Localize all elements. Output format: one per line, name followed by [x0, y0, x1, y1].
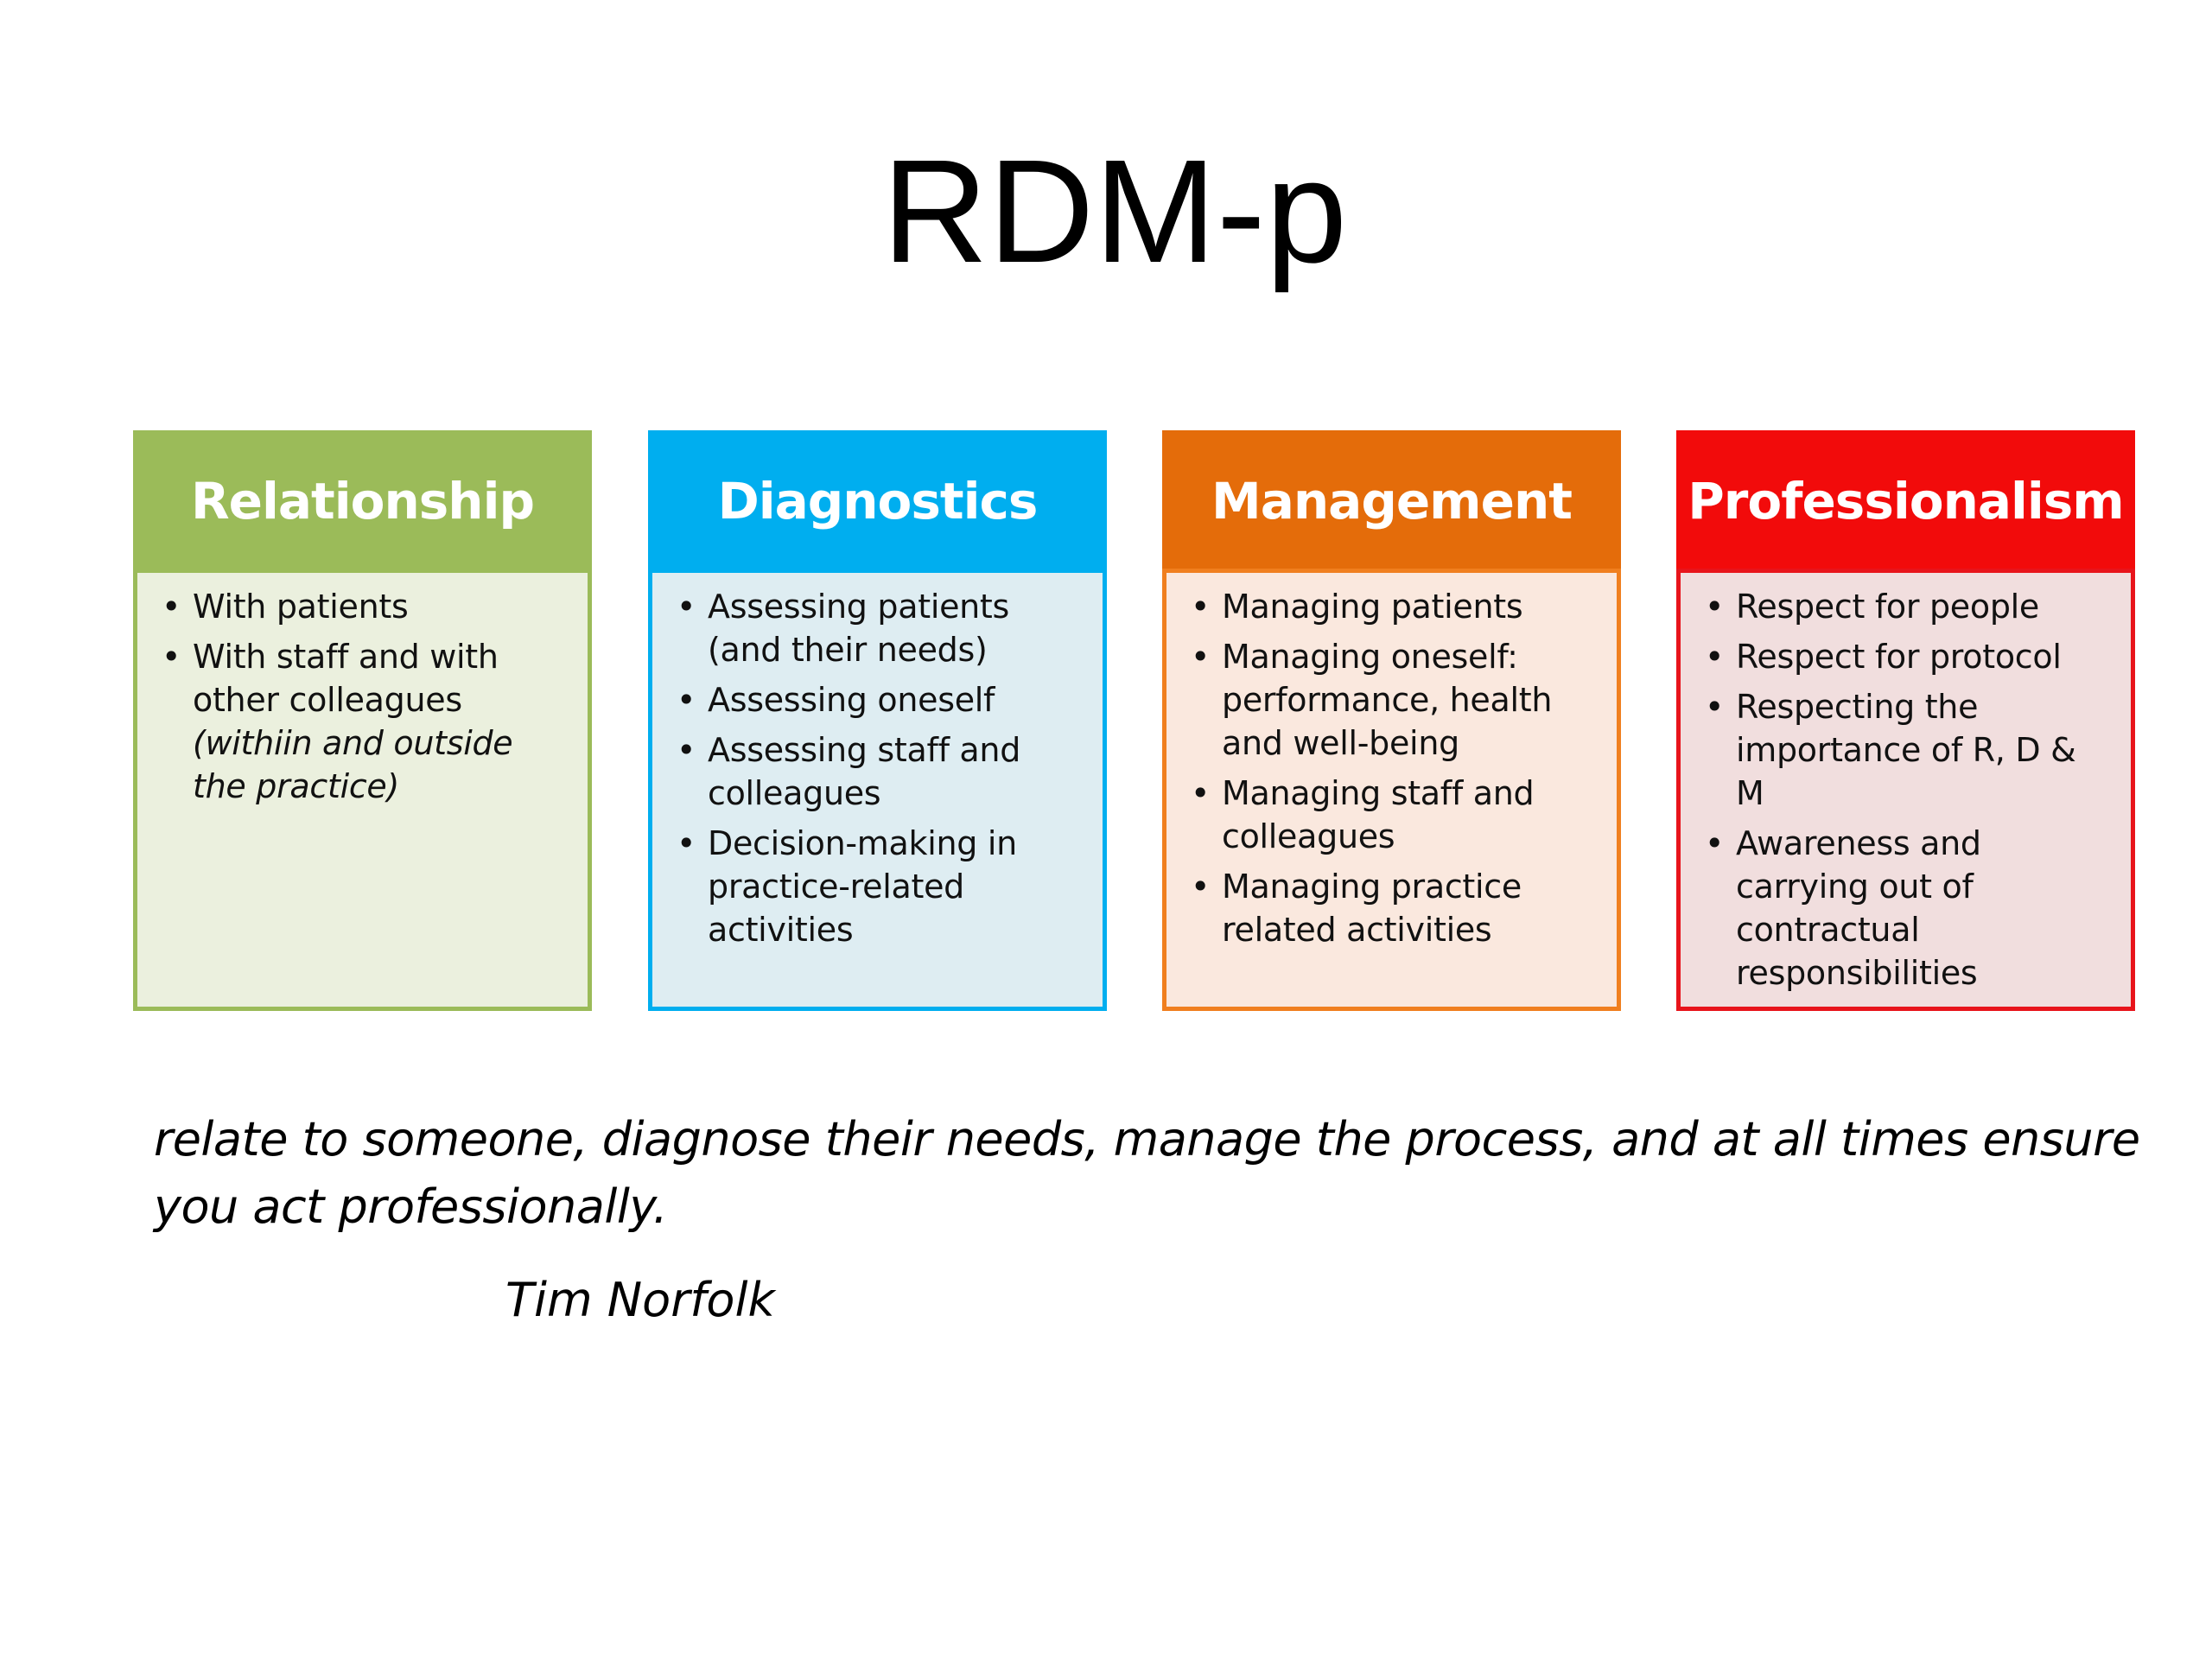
- bullet-icon: •: [161, 588, 181, 626]
- list-item: •With patients: [155, 585, 567, 628]
- box-body-relationship: •With patients •With staff and with othe…: [133, 569, 592, 1011]
- box-diagnostics: Diagnostics •Assessing patients (and the…: [648, 430, 1107, 1011]
- bullet-list-professionalism: •Respect for people •Respect for protoco…: [1698, 585, 2110, 995]
- list-item: •Assessing oneself: [670, 678, 1082, 721]
- list-item: •Managing staff and colleagues: [1184, 772, 1596, 858]
- bullet-icon: •: [161, 638, 181, 676]
- bullet-icon: •: [676, 588, 696, 626]
- box-header-management: Management: [1162, 430, 1621, 572]
- bullet-icon: •: [676, 824, 696, 862]
- list-item: •Decision-making in practice-related act…: [670, 822, 1082, 951]
- bullet-icon: •: [1704, 824, 1725, 862]
- list-item: •Assessing staff and colleagues: [670, 728, 1082, 815]
- quote-text: relate to someone, diagnose their needs,…: [154, 1112, 2140, 1234]
- box-professionalism: Professionalism •Respect for people •Res…: [1676, 430, 2135, 1011]
- list-item: •With staff and with other colleagues (w…: [155, 635, 567, 808]
- bullet-list-diagnostics: •Assessing patients (and their needs) •A…: [670, 585, 1082, 951]
- box-body-management: •Managing patients •Managing oneself: pe…: [1162, 569, 1621, 1011]
- bullet-icon: •: [1190, 638, 1211, 676]
- list-item: •Respecting the importance of R, D & M: [1698, 685, 2110, 815]
- box-relationship: Relationship •With patients •With staff …: [133, 430, 592, 1011]
- bullet-icon: •: [1190, 868, 1211, 906]
- list-item: •Assessing patients (and their needs): [670, 585, 1082, 671]
- list-item: •Managing practice related activities: [1184, 865, 1596, 951]
- quote-author: Tim Norfolk: [505, 1273, 775, 1327]
- list-item: •Respect for people: [1698, 585, 2110, 628]
- bullet-icon: •: [1704, 638, 1725, 676]
- bullet-icon: •: [1704, 588, 1725, 626]
- bullet-icon: •: [1190, 588, 1211, 626]
- box-body-diagnostics: •Assessing patients (and their needs) •A…: [648, 569, 1107, 1011]
- list-item: •Awareness and carrying out of contractu…: [1698, 822, 2110, 995]
- box-header-professionalism: Professionalism: [1676, 430, 2135, 572]
- box-body-professionalism: •Respect for people •Respect for protoco…: [1676, 569, 2135, 1011]
- box-header-relationship: Relationship: [133, 430, 592, 572]
- box-header-diagnostics: Diagnostics: [648, 430, 1107, 572]
- list-item: •Respect for protocol: [1698, 635, 2110, 678]
- bullet-list-management: •Managing patients •Managing oneself: pe…: [1184, 585, 1596, 951]
- bullet-icon: •: [1190, 774, 1211, 812]
- bullet-list-relationship: •With patients •With staff and with othe…: [155, 585, 567, 808]
- box-management: Management •Managing patients •Managing …: [1162, 430, 1621, 1011]
- bullet-icon: •: [676, 681, 696, 719]
- list-item: •Managing patients: [1184, 585, 1596, 628]
- bullet-icon: •: [676, 731, 696, 769]
- list-item: •Managing oneself: performance, health a…: [1184, 635, 1596, 765]
- rdm-boxes: Relationship •With patients •With staff …: [133, 430, 2135, 1011]
- bullet-icon: •: [1704, 688, 1725, 726]
- slide-title: RDM-p: [881, 130, 1348, 294]
